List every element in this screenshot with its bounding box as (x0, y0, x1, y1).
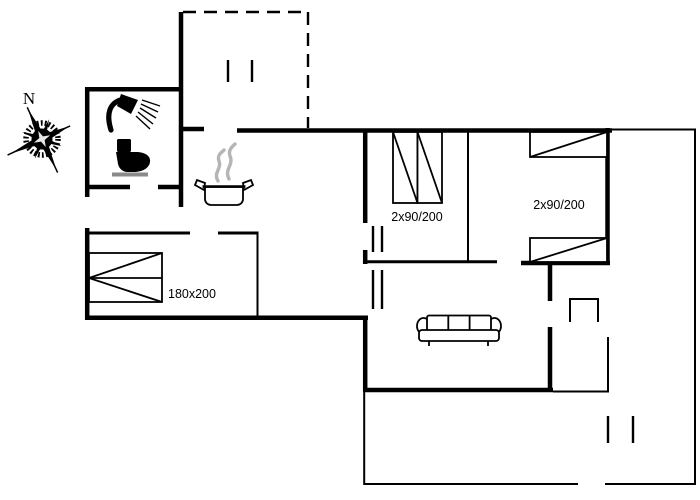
beds-middle (392, 131, 443, 204)
bed-double-label: 180x200 (168, 287, 216, 301)
beds-middle-label: 2x90/200 (391, 210, 442, 224)
interior-walls (85, 130, 609, 393)
terrace-lower-outline (363, 128, 696, 485)
compass-rose-icon (7, 106, 71, 173)
bed-double (88, 252, 163, 303)
terrace-dashed-outline (183, 10, 310, 128)
shower-icon (106, 94, 161, 133)
door-marks (226, 60, 635, 443)
cooking-pot-icon (193, 178, 255, 206)
beds-right (529, 131, 608, 263)
toilet-icon (112, 139, 151, 177)
sofa-icon (416, 314, 502, 346)
steam-icon (214, 142, 237, 183)
compass-north-label: N (23, 89, 35, 108)
beds-right-label: 2x90/200 (533, 198, 584, 212)
fireplace-icon (569, 298, 599, 322)
